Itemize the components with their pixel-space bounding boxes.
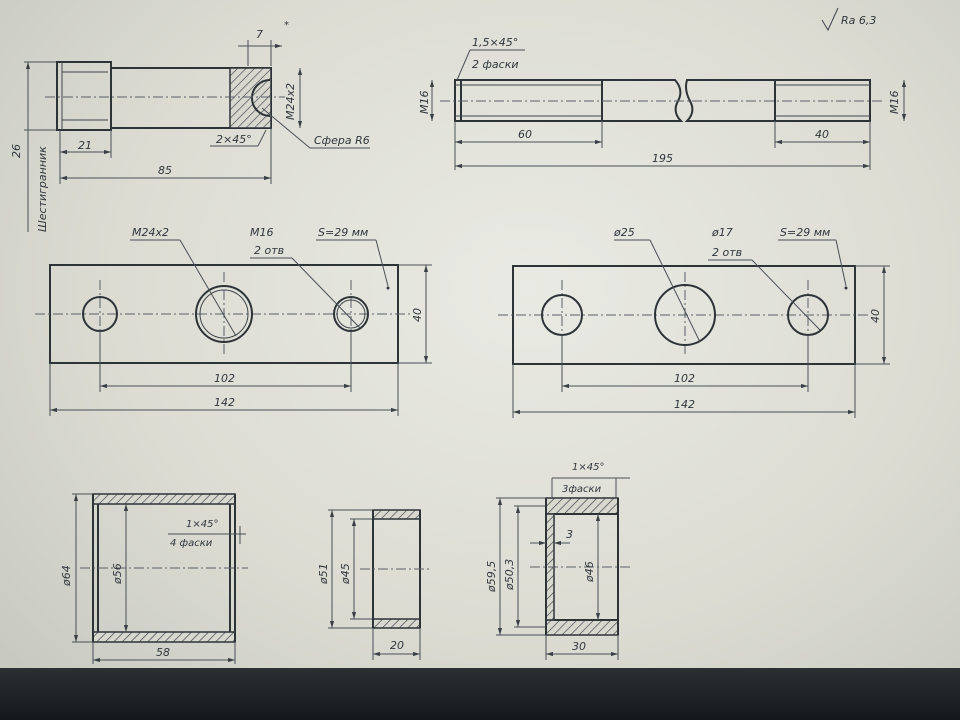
bushing-small-outer: ø51 bbox=[317, 563, 330, 585]
plate-right-dim-spacing: 102 bbox=[674, 372, 695, 385]
bolt-side-note: Шестигранник bbox=[36, 146, 49, 232]
stud-thread-left: M16 bbox=[418, 91, 431, 115]
plate-right-view: ø25 ø17 2 отв S=29 мм 40 102 142 bbox=[498, 226, 890, 418]
bushing-flanged-mid: ø50,3 bbox=[503, 559, 516, 591]
bolt-dim-head: 21 bbox=[78, 139, 92, 152]
bolt-view: 7 * M24x2 Сфера R6 2×45° 21 85 26 Шестиг… bbox=[10, 20, 370, 232]
monitor-bezel bbox=[0, 668, 960, 720]
bushing-large-outer: ø64 bbox=[60, 565, 73, 587]
plate-right-count: 2 отв bbox=[712, 246, 742, 259]
plate-right-dim-height: 40 bbox=[869, 309, 882, 323]
plate-left-count: 2 отв bbox=[254, 244, 284, 257]
plate-left-dim-height: 40 bbox=[411, 308, 424, 322]
bolt-dim-length: 85 bbox=[158, 164, 172, 177]
plate-left-thickness: S=29 мм bbox=[318, 226, 368, 239]
bushing-small-length: 20 bbox=[390, 639, 404, 652]
bushing-large-chamfer: 1×45° bbox=[186, 519, 218, 530]
stud-view: 1,5×45° 2 фаски M16 M16 60 40 195 bbox=[418, 36, 907, 170]
plate-right-hole-main: ø25 bbox=[613, 226, 635, 239]
bushing-small-inner: ø45 bbox=[339, 563, 352, 585]
bushing-flanged-outer: ø59,5 bbox=[485, 561, 498, 593]
bushing-flanged-view: 1×45° 3фаски ø59,5 ø50,3 ø46 3 30 bbox=[485, 462, 632, 660]
stud-thread-right: M16 bbox=[888, 91, 901, 115]
plate-left-thread-main: M24x2 bbox=[132, 226, 169, 239]
plate-left-view: M24x2 M16 2 отв S=29 мм 40 102 142 bbox=[35, 226, 432, 416]
bolt-chamfer-label: 2×45° bbox=[216, 133, 252, 146]
plate-right-thickness: S=29 мм bbox=[780, 226, 830, 239]
bushing-large-view: ø64 ø56 1×45° 4 фаски 58 bbox=[60, 493, 248, 664]
svg-text:*: * bbox=[284, 20, 289, 31]
plate-left-dim-length: 142 bbox=[214, 396, 235, 409]
plate-left-dim-spacing: 102 bbox=[214, 372, 235, 385]
bushing-small-view: ø51 ø45 20 bbox=[317, 509, 432, 660]
bolt-sphere-label: Сфера R6 bbox=[314, 134, 370, 147]
bushing-flanged-chamfer: 1×45° bbox=[572, 462, 604, 473]
bolt-dim-width: 7 bbox=[256, 28, 263, 41]
plate-left-thread-side: M16 bbox=[250, 226, 274, 239]
bushing-flanged-step: 3 bbox=[566, 528, 573, 541]
stud-chamfer-label: 1,5×45° bbox=[472, 36, 518, 49]
plate-right-hole-side: ø17 bbox=[711, 226, 733, 239]
bushing-large-chamfer-note: 4 фаски bbox=[170, 538, 213, 549]
bolt-thread-label: M24x2 bbox=[284, 83, 297, 120]
roughness-symbol: Ra 6,3 bbox=[821, 7, 876, 32]
stud-dim-right: 40 bbox=[815, 128, 829, 141]
bushing-flanged-chamfer-note: 3фаски bbox=[562, 484, 602, 495]
bushing-flanged-inner: ø46 bbox=[583, 561, 596, 583]
bushing-large-inner: ø56 bbox=[111, 563, 124, 585]
bushing-large-length: 58 bbox=[156, 646, 170, 659]
roughness-label: Ra 6,3 bbox=[841, 14, 876, 27]
bushing-flanged-length: 30 bbox=[572, 640, 586, 653]
stud-dim-total: 195 bbox=[652, 152, 673, 165]
plate-right-dim-length: 142 bbox=[674, 398, 695, 411]
stud-chamfer-note: 2 фаски bbox=[472, 58, 518, 71]
stud-dim-left: 60 bbox=[518, 128, 532, 141]
technical-drawing: Ra 6,3 7 * M24x2 Сфера R6 2×45° 21 bbox=[10, 7, 907, 664]
bolt-dim-height: 26 bbox=[10, 144, 23, 158]
